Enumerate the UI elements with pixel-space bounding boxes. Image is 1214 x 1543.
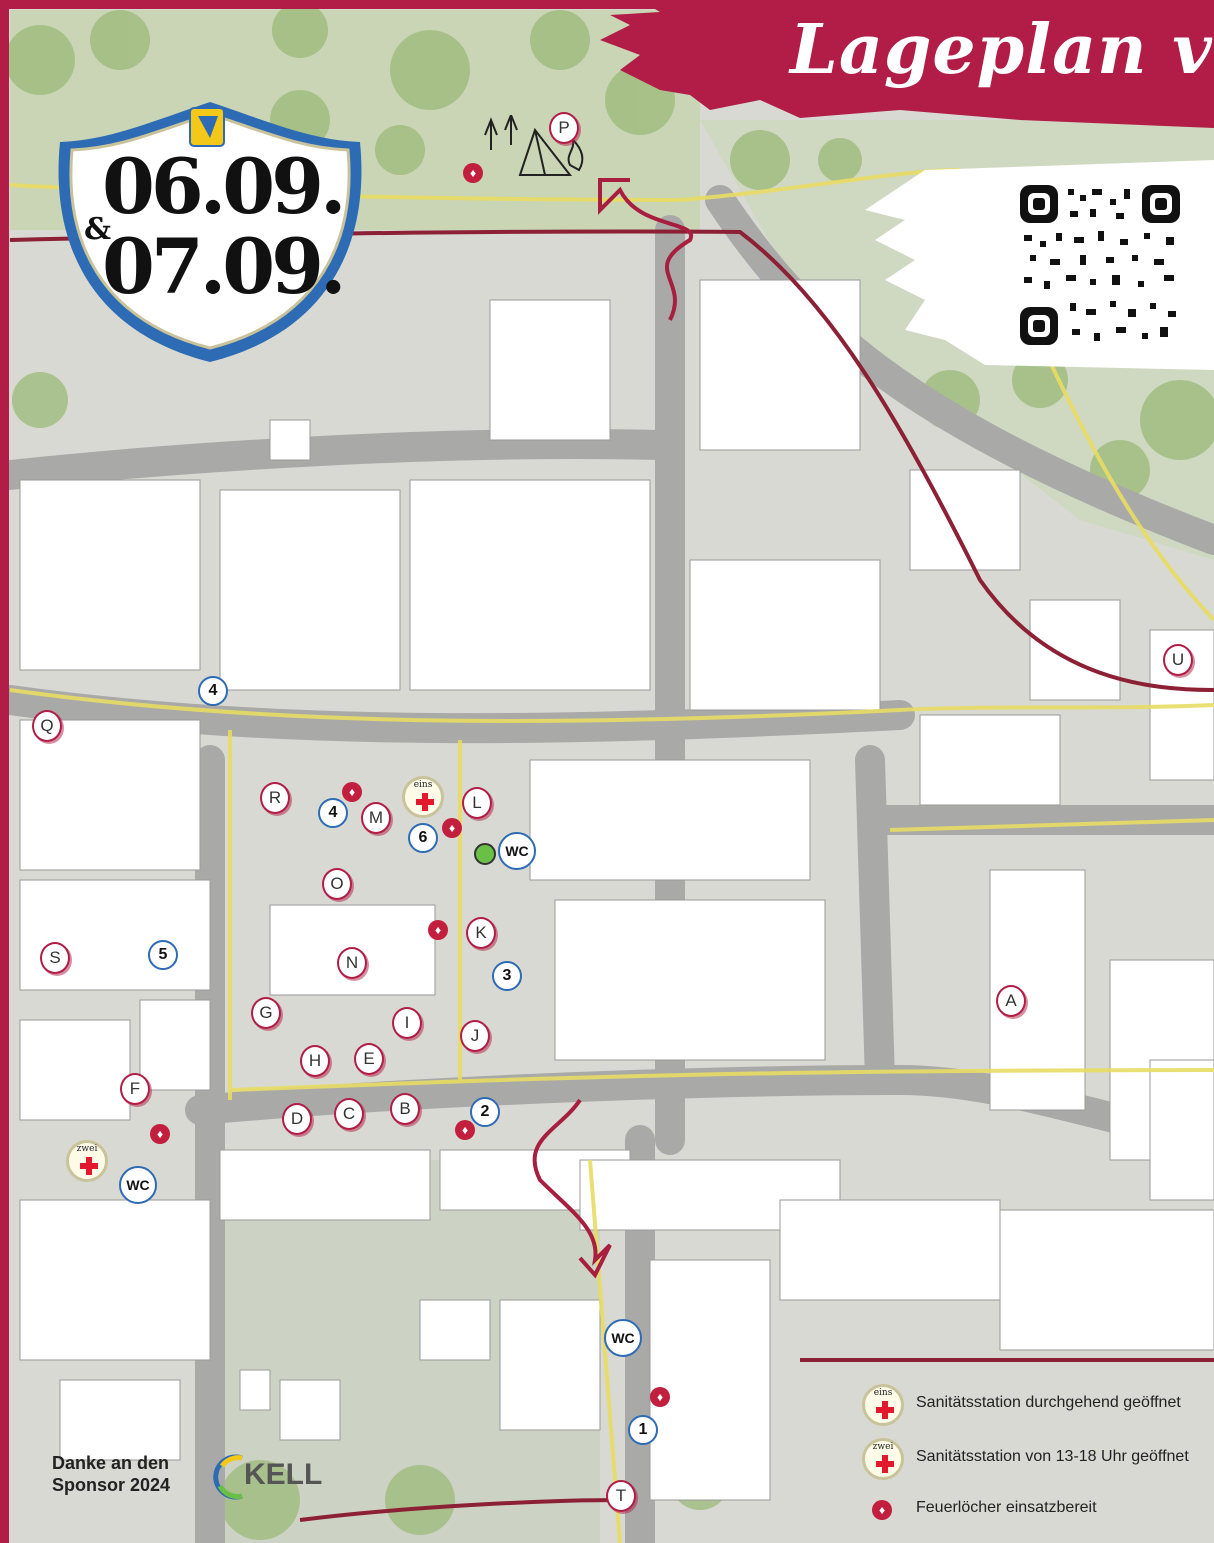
marker-l[interactable]: L [462, 787, 492, 819]
red-cross-icon [876, 1401, 894, 1419]
medic-label: eins [873, 1388, 893, 1398]
marker-m[interactable]: M [361, 802, 391, 834]
medic-station-zwei[interactable]: zwei [66, 1140, 108, 1182]
wc-marker-south[interactable]: WC [604, 1319, 642, 1357]
medic-label: zwei [872, 1442, 894, 1452]
fire-extinguisher-icon[interactable]: ♦ [150, 1124, 170, 1144]
frame-top [0, 0, 1214, 9]
marker-a[interactable]: A [996, 985, 1026, 1017]
number-marker-1[interactable]: 1 [628, 1415, 658, 1445]
marker-o[interactable]: O [322, 868, 352, 900]
legend-text-2: Sanitätsstation von 13-18 Uhr geöffnet [916, 1448, 1189, 1465]
legend-medic-eins-icon: eins [862, 1384, 904, 1426]
marker-k[interactable]: K [466, 917, 496, 949]
fire-extinguisher-icon[interactable]: ♦ [463, 163, 483, 183]
title-banner [600, 0, 1214, 128]
red-cross-icon [876, 1455, 894, 1473]
red-cross-icon [80, 1157, 98, 1175]
green-dot-marker [474, 843, 496, 865]
number-marker-6[interactable]: 6 [408, 823, 438, 853]
sponsor-line2: Sponsor 2024 [52, 1475, 171, 1495]
marker-c[interactable]: C [334, 1098, 364, 1130]
fire-extinguisher-icon[interactable]: ♦ [455, 1120, 475, 1140]
marker-g[interactable]: G [251, 997, 281, 1029]
marker-q[interactable]: Q [32, 710, 62, 742]
marker-h[interactable]: H [300, 1045, 330, 1077]
legend-text-1: Sanitätsstation durchgehend geöffnet [916, 1394, 1181, 1411]
campsite-icon [484, 115, 584, 176]
kell-logo [213, 1454, 243, 1500]
wc-marker-square[interactable]: WC [498, 832, 536, 870]
date-shield [58, 102, 362, 362]
medic-label: zwei [76, 1144, 98, 1154]
date-ampersand: & [84, 212, 112, 247]
number-marker-5[interactable]: 5 [148, 940, 178, 970]
red-cross-icon [416, 793, 434, 811]
qr-panel [865, 160, 1214, 370]
kell-logo-text: KELL [244, 1458, 323, 1491]
legend-fire-extinguisher-icon: ♦ [872, 1500, 892, 1520]
qr-code[interactable] [1020, 185, 1180, 345]
frame-left [0, 0, 9, 1543]
marker-r[interactable]: R [260, 782, 290, 814]
sponsor-line1: Danke an den [52, 1453, 170, 1473]
number-marker-4[interactable]: 4 [198, 676, 228, 706]
sponsor-text: Danke an den Sponsor 2024 [52, 1452, 202, 1496]
marker-t[interactable]: T [606, 1480, 636, 1512]
marker-u[interactable]: U [1163, 644, 1193, 676]
fire-extinguisher-icon[interactable]: ♦ [342, 782, 362, 802]
marker-e[interactable]: E [354, 1043, 384, 1075]
date-day2: 07.09. [102, 222, 346, 311]
marker-f[interactable]: F [120, 1073, 150, 1105]
wc-marker-west[interactable]: WC [119, 1166, 157, 1204]
legend-medic-zwei-icon: zwei [862, 1438, 904, 1480]
marker-d[interactable]: D [282, 1103, 312, 1135]
fire-extinguisher-icon[interactable]: ♦ [650, 1387, 670, 1407]
marker-j[interactable]: J [460, 1020, 490, 1052]
date-day1: 06.09. [102, 142, 346, 231]
legend-text-3: Feuerlöcher einsatzbereit [916, 1499, 1097, 1516]
marker-n[interactable]: N [337, 947, 367, 979]
number-marker-4-square[interactable]: 4 [318, 798, 348, 828]
marker-p[interactable]: P [549, 112, 579, 144]
medic-station-eins[interactable]: eins [402, 776, 444, 818]
fire-extinguisher-icon[interactable]: ♦ [428, 920, 448, 940]
marker-i[interactable]: I [392, 1007, 422, 1039]
marker-b[interactable]: B [390, 1093, 420, 1125]
page-title: Lageplan v [790, 10, 1213, 90]
fire-extinguisher-icon[interactable]: ♦ [442, 818, 462, 838]
number-marker-2[interactable]: 2 [470, 1097, 500, 1127]
medic-label: eins [413, 780, 433, 790]
number-marker-3[interactable]: 3 [492, 961, 522, 991]
marker-s[interactable]: S [40, 942, 70, 974]
